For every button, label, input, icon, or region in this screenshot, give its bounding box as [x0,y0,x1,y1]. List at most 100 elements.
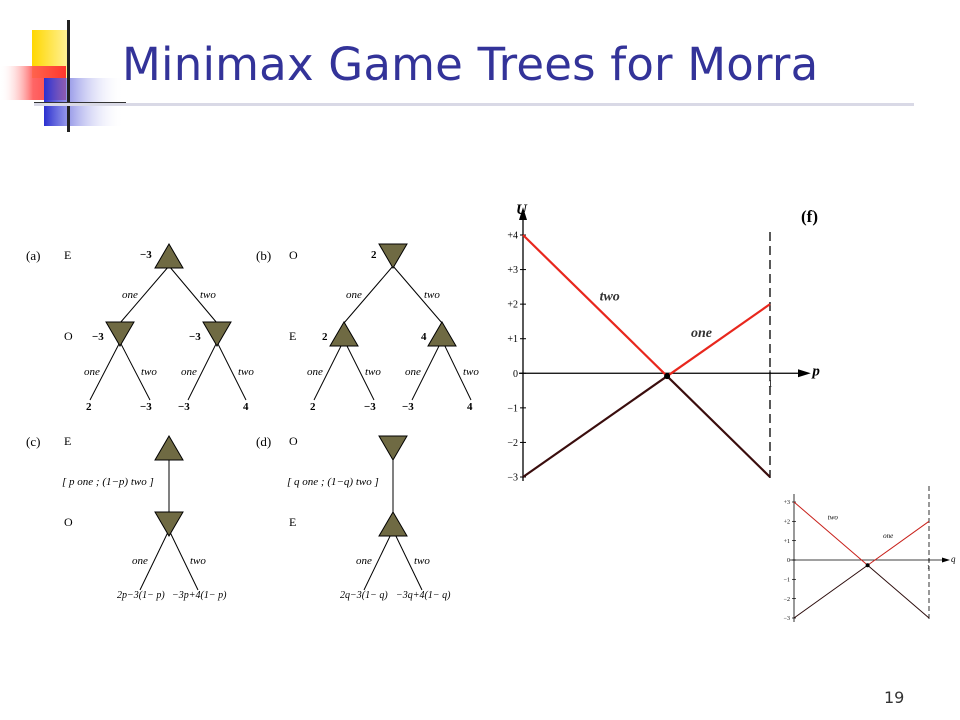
x-axis-label: p [810,363,820,379]
edge-label: one [132,555,148,567]
node-value: 4 [421,331,427,343]
tree-b-level-player: E [289,329,296,343]
x-axis-arrow-icon [798,369,811,378]
y-tick-label: −2 [784,597,790,603]
min-node-icon [202,321,232,347]
tree-a: (a) E O −3 −3 −3 one two one two one two… [26,243,254,413]
utility-chart-q: +3 +2 +1 0 −1 −2 −3 q 1 two one [784,486,956,622]
mixed-strategy-label: [ p one ; (1−p) two ] [62,476,154,488]
leaf-value: −3 [178,401,190,413]
series-label-one: one [883,532,893,540]
series-label-two: two [828,513,839,521]
utility-chart-f: +4+3+2+10−1−2−3 U p (f) 1 two one [507,202,820,484]
x-axis-label: q [951,554,956,564]
edge-label: two [463,366,479,378]
series-lines [793,501,930,619]
edge-label: two [238,366,254,378]
edge-label: two [414,555,430,567]
series-one-line [522,375,668,478]
tree-c: (c) E O [ p one ; (1−p) two ] one two 2p… [26,434,227,601]
y-tick-label: −1 [507,403,518,414]
series-two-line [666,375,771,478]
tree-c-root-player: E [64,434,71,448]
max-node-icon [378,511,408,537]
y-tick-label: −3 [784,616,790,622]
edge-label: one [122,289,138,301]
edge-label: two [365,366,381,378]
equilibrium-point [664,373,671,380]
node-value: 2 [322,331,328,343]
y-tick-label: 0 [787,558,790,564]
series-two-line [793,501,868,566]
tree-a-tag: (a) [26,248,40,263]
min-node-icon [154,511,184,537]
min-node-icon [378,435,408,461]
tree-d-root-player: O [289,434,298,448]
min-node-icon [105,321,135,347]
y-tick-label: −3 [507,473,518,484]
edge-label: two [141,366,157,378]
max-node-icon [154,435,184,461]
y-tick-label: +1 [507,334,518,345]
slide-title: Minimax Game Trees for Morra [122,38,819,91]
equilibrium-point [865,563,870,568]
leaf-value: 2 [86,401,92,413]
leaf-value: −3 [402,401,414,413]
x-axis-arrow-icon [942,557,950,563]
y-tick-label: +1 [784,539,790,545]
slide-logo [0,20,126,132]
tree-c-tag: (c) [26,434,40,449]
y-ticks: +3 +2 +1 0 −1 −2 −3 [784,500,930,622]
edge-label: one [356,555,372,567]
min-node-icon [378,243,408,269]
tree-b-tag: (b) [256,248,271,263]
mixed-strategy-label: [ q one ; (1−q) two ] [287,476,379,488]
y-tick-label: +3 [784,500,790,506]
y-tick-label: −1 [784,577,790,583]
y-tick-label: +2 [507,300,518,311]
series-one-line [867,520,930,566]
max-node-icon [154,243,184,269]
edge-label: two [190,555,206,567]
tree-a-root-player: E [64,248,71,262]
y-tick-label: +2 [784,519,790,525]
y-tick-label: −2 [507,438,518,449]
series-two-line [867,564,930,619]
leaf-value: 2 [310,401,316,413]
node-value: −3 [92,331,104,343]
y-tick-label: +4 [507,231,518,242]
tree-b-root-player: O [289,248,298,262]
y-axis-arrow-icon [519,207,527,220]
max-node-icon [329,321,359,347]
y-tick-label: 0 [513,369,518,380]
tree-d-tag: (d) [256,434,271,449]
series-two-line [522,234,668,377]
tree-a-level-player: O [64,329,73,343]
edge-label: one [307,366,323,378]
leaf-value: 4 [467,401,473,413]
tree-d: (d) O E [ q one ; (1−q) two ] one two 2q… [256,434,451,601]
edge-label: two [424,289,440,301]
leaf-expression: 2p−3(1− p) [117,590,165,601]
series-one-line [666,303,771,378]
game-tree-figure: (a) E O −3 −3 −3 one two one two one two… [26,243,479,601]
leaf-expression: −3p+4(1− p) [172,590,227,601]
series-label-two: two [600,290,620,305]
root-value: −3 [140,249,152,261]
leaf-value: −3 [140,401,152,413]
tree-b: (b) O E 2 2 4 one two one two one two 2 … [256,243,479,413]
tree-c-level-player: O [64,515,73,529]
y-tick-label: +3 [507,265,518,276]
series-lines [522,234,771,478]
y-ticks: +4 +3 +2 +1 0 −1 −2 −3 [507,231,771,484]
edge-label: one [346,289,362,301]
y-axis-label: U [516,202,528,218]
slide-number: 19 [884,688,905,707]
edge-label: one [84,366,100,378]
edge-label: one [181,366,197,378]
series-label-one: one [691,326,712,341]
root-value: 2 [371,249,377,261]
leaf-expression: −3q+4(1− q) [396,590,451,601]
x-tick-label: 1 [927,565,930,571]
series-one-line [793,564,868,619]
